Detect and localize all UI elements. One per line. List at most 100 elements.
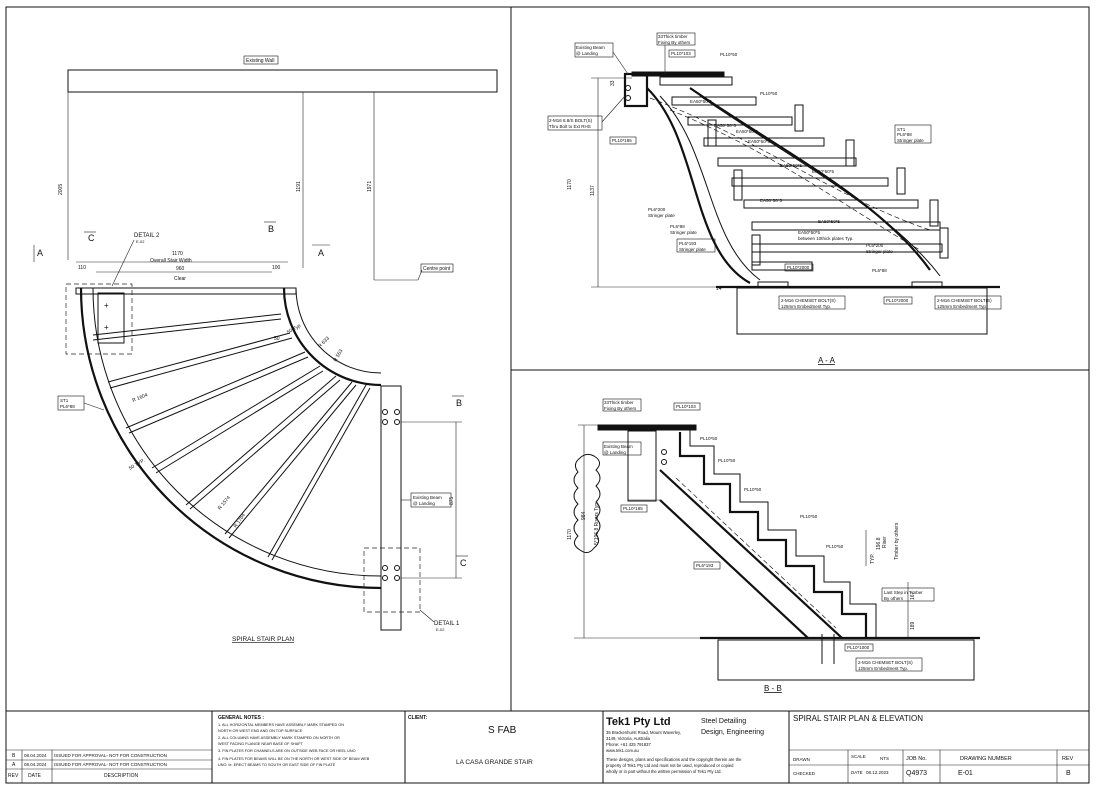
bb-pl50-c: PL10*50 [744, 487, 762, 492]
bb-by-others-label: By others [884, 596, 904, 601]
aa-pl2000-tag [784, 263, 814, 272]
drawing-number-label: DRAWING NUMBER [960, 756, 1012, 762]
bb-at-landing-label: @ Landing [604, 450, 626, 455]
outer-stringer-outer [79, 287, 382, 590]
bb-dim-1170: 1170 [567, 529, 573, 540]
copyright-1: These designs, plans and specifications … [606, 757, 742, 762]
bb-riser-word: Riser [882, 536, 888, 548]
bb-pl50-d: PL10*50 [800, 514, 818, 519]
clear-label: Clear [174, 276, 186, 282]
rev-label: REV [1062, 756, 1074, 762]
aa-eas-h: EA50*50*5 [818, 219, 841, 224]
scale-value: NTS [880, 756, 889, 761]
aa-chemset-tag-left [778, 295, 846, 310]
description-head: DESCRIPTION [104, 773, 139, 779]
aa-stringer-inner [689, 87, 931, 271]
aa-dim-1170: 1170 [567, 179, 573, 190]
radius-1604: R 1604 [132, 392, 149, 404]
drawing-number-value: E-01 [958, 770, 973, 777]
bb-pl50-a: PL10*50 [700, 436, 718, 441]
aa-dim-14: 14 [716, 286, 722, 292]
radius-1764: R 1764 [233, 512, 247, 529]
aa-pl193-label: PL6*193 [679, 241, 697, 246]
bb-pl1000-tag [844, 643, 874, 652]
aa-base-plate-left [757, 281, 789, 288]
radius-553: R 553 [333, 348, 345, 363]
svg-text:+: + [104, 323, 109, 332]
bb-pl185-label: PL10*185 [623, 506, 643, 511]
company-web: www.tek1.com.au [606, 748, 639, 753]
note-3: 3. FIN PLATES FOR CHANNELS ARE ON OUTSID… [218, 749, 356, 753]
inner-stringer-outer [282, 287, 382, 387]
aa-pl88-label: PL6*88 [670, 224, 685, 229]
centre-point-label: Centre point [423, 266, 451, 272]
aa-chemset-left: 2-M16 CHEMSET BOLT(S) [781, 298, 836, 303]
bb-pl50-b: PL10*50 [718, 458, 736, 463]
project-name: LA CASA GRANDE STAIR [456, 759, 533, 766]
aa-embed-left: 125mm Embedment Typ. [781, 304, 831, 309]
rev-row-1-rev: B [12, 753, 16, 759]
aa-st1-stringer: Stringer plate [897, 138, 924, 143]
bb-timber-by: Timber by others [894, 522, 900, 560]
aa-pl193-tag [676, 238, 716, 253]
top-plate [75, 287, 297, 295]
drawn-label: DRAWN [793, 757, 810, 762]
copyright-2: property of Tek1 Pty Ltd and must not be… [606, 763, 734, 768]
aa-pl103-label: PL10*103 [671, 51, 691, 56]
bb-existing-beam-label: Existing Beam [604, 444, 633, 449]
bb-last-step-label: Last Step in Timber [884, 590, 923, 595]
dim-1971: 1971 [367, 181, 373, 192]
detail-2-box [65, 283, 133, 355]
aa-eas-b: EA50*50*5 [714, 123, 737, 128]
aa-pl2000-label-right: PL10*2000 [886, 298, 909, 303]
rev-row-2-desc: ISSUED FOR APPROVAL- NOT FOR CONSTRUCTIO… [54, 762, 167, 767]
bb-last-step-tag [881, 587, 935, 602]
aa-stringer-left-plate: PL6*200 [648, 207, 666, 212]
plan-existing-beam-label: Existing Beam [413, 495, 442, 500]
aa-chemset-tag-right [934, 295, 1002, 310]
section-marker-c-right: C [460, 558, 467, 568]
aa-eas-i: EA50*50*5 [798, 230, 821, 235]
bb-pl50-e: PL10*50 [826, 544, 844, 549]
company-phone: Phone: +61 425 791837 [606, 742, 651, 747]
aa-stringer-left-label: Stringer plate [648, 213, 675, 218]
bb-timber-label: 33Thick timber [604, 400, 634, 405]
radius-633: R 633 [317, 336, 331, 350]
note-2: 2. ALL COLUMNS HAVE ASSEMBLY MARK STAMPE… [218, 736, 340, 740]
note-1: 1. ALL HORIZONTAL MEMBERS HAVE ASSEMBLY … [218, 723, 344, 727]
date-label: DATE [851, 770, 863, 775]
spiral-stair-plan: Existing Wall Centre point 2005 1191 197… [33, 55, 498, 643]
aa-treads [659, 76, 943, 271]
bb-typ-label: TYP. [870, 554, 876, 564]
bb-pl185-tag [620, 504, 648, 513]
section-marker-c-top: C [88, 233, 95, 243]
detail-1-label: DETAIL 1 [434, 621, 460, 627]
existing-wall [67, 69, 498, 93]
job-label: JOB No. [906, 756, 927, 762]
bb-dim-189: 189 [910, 621, 916, 630]
aa-pl88-b: PL6*88 [872, 268, 887, 273]
scale-label: SCALE [851, 754, 866, 759]
aa-timber-landing [631, 71, 725, 77]
dim-2005: 2005 [58, 184, 64, 195]
aa-stringer-inner-2 [699, 95, 941, 277]
aa-chemset-right: 2-M16 CHEMSET BOLT(S) [937, 298, 992, 303]
aa-thru-bolt-label: Thru Bolt to Ext RHS [549, 124, 591, 129]
rev-row-2-rev: A [12, 762, 16, 768]
bb-riser-dim: 196.8 [876, 537, 882, 550]
note-2b: WEST FACING FLANGE NEAR BASE OF SHAFT [218, 742, 304, 746]
drawing-title: SPIRAL STAIR PLAN & ELEVATION [793, 714, 923, 723]
aa-eas-d: EA50*50*5 [748, 139, 771, 144]
aa-base-plate-right [911, 281, 943, 288]
radius-1574: R 1574 [217, 495, 232, 511]
company-services-1: Steel Detailing [701, 718, 746, 725]
bb-fixing-label: Fixing By others [604, 406, 637, 411]
bb-pl103-label: PL10*103 [676, 404, 696, 409]
bb-pl193-tag [693, 561, 721, 570]
dim-100: 100 [272, 265, 281, 271]
company-name: Tek1 Pty Ltd [606, 716, 671, 728]
svg-text:+: + [104, 301, 109, 310]
bb-dim-984: 984 [581, 511, 587, 520]
existing-beam-landing [380, 385, 402, 631]
